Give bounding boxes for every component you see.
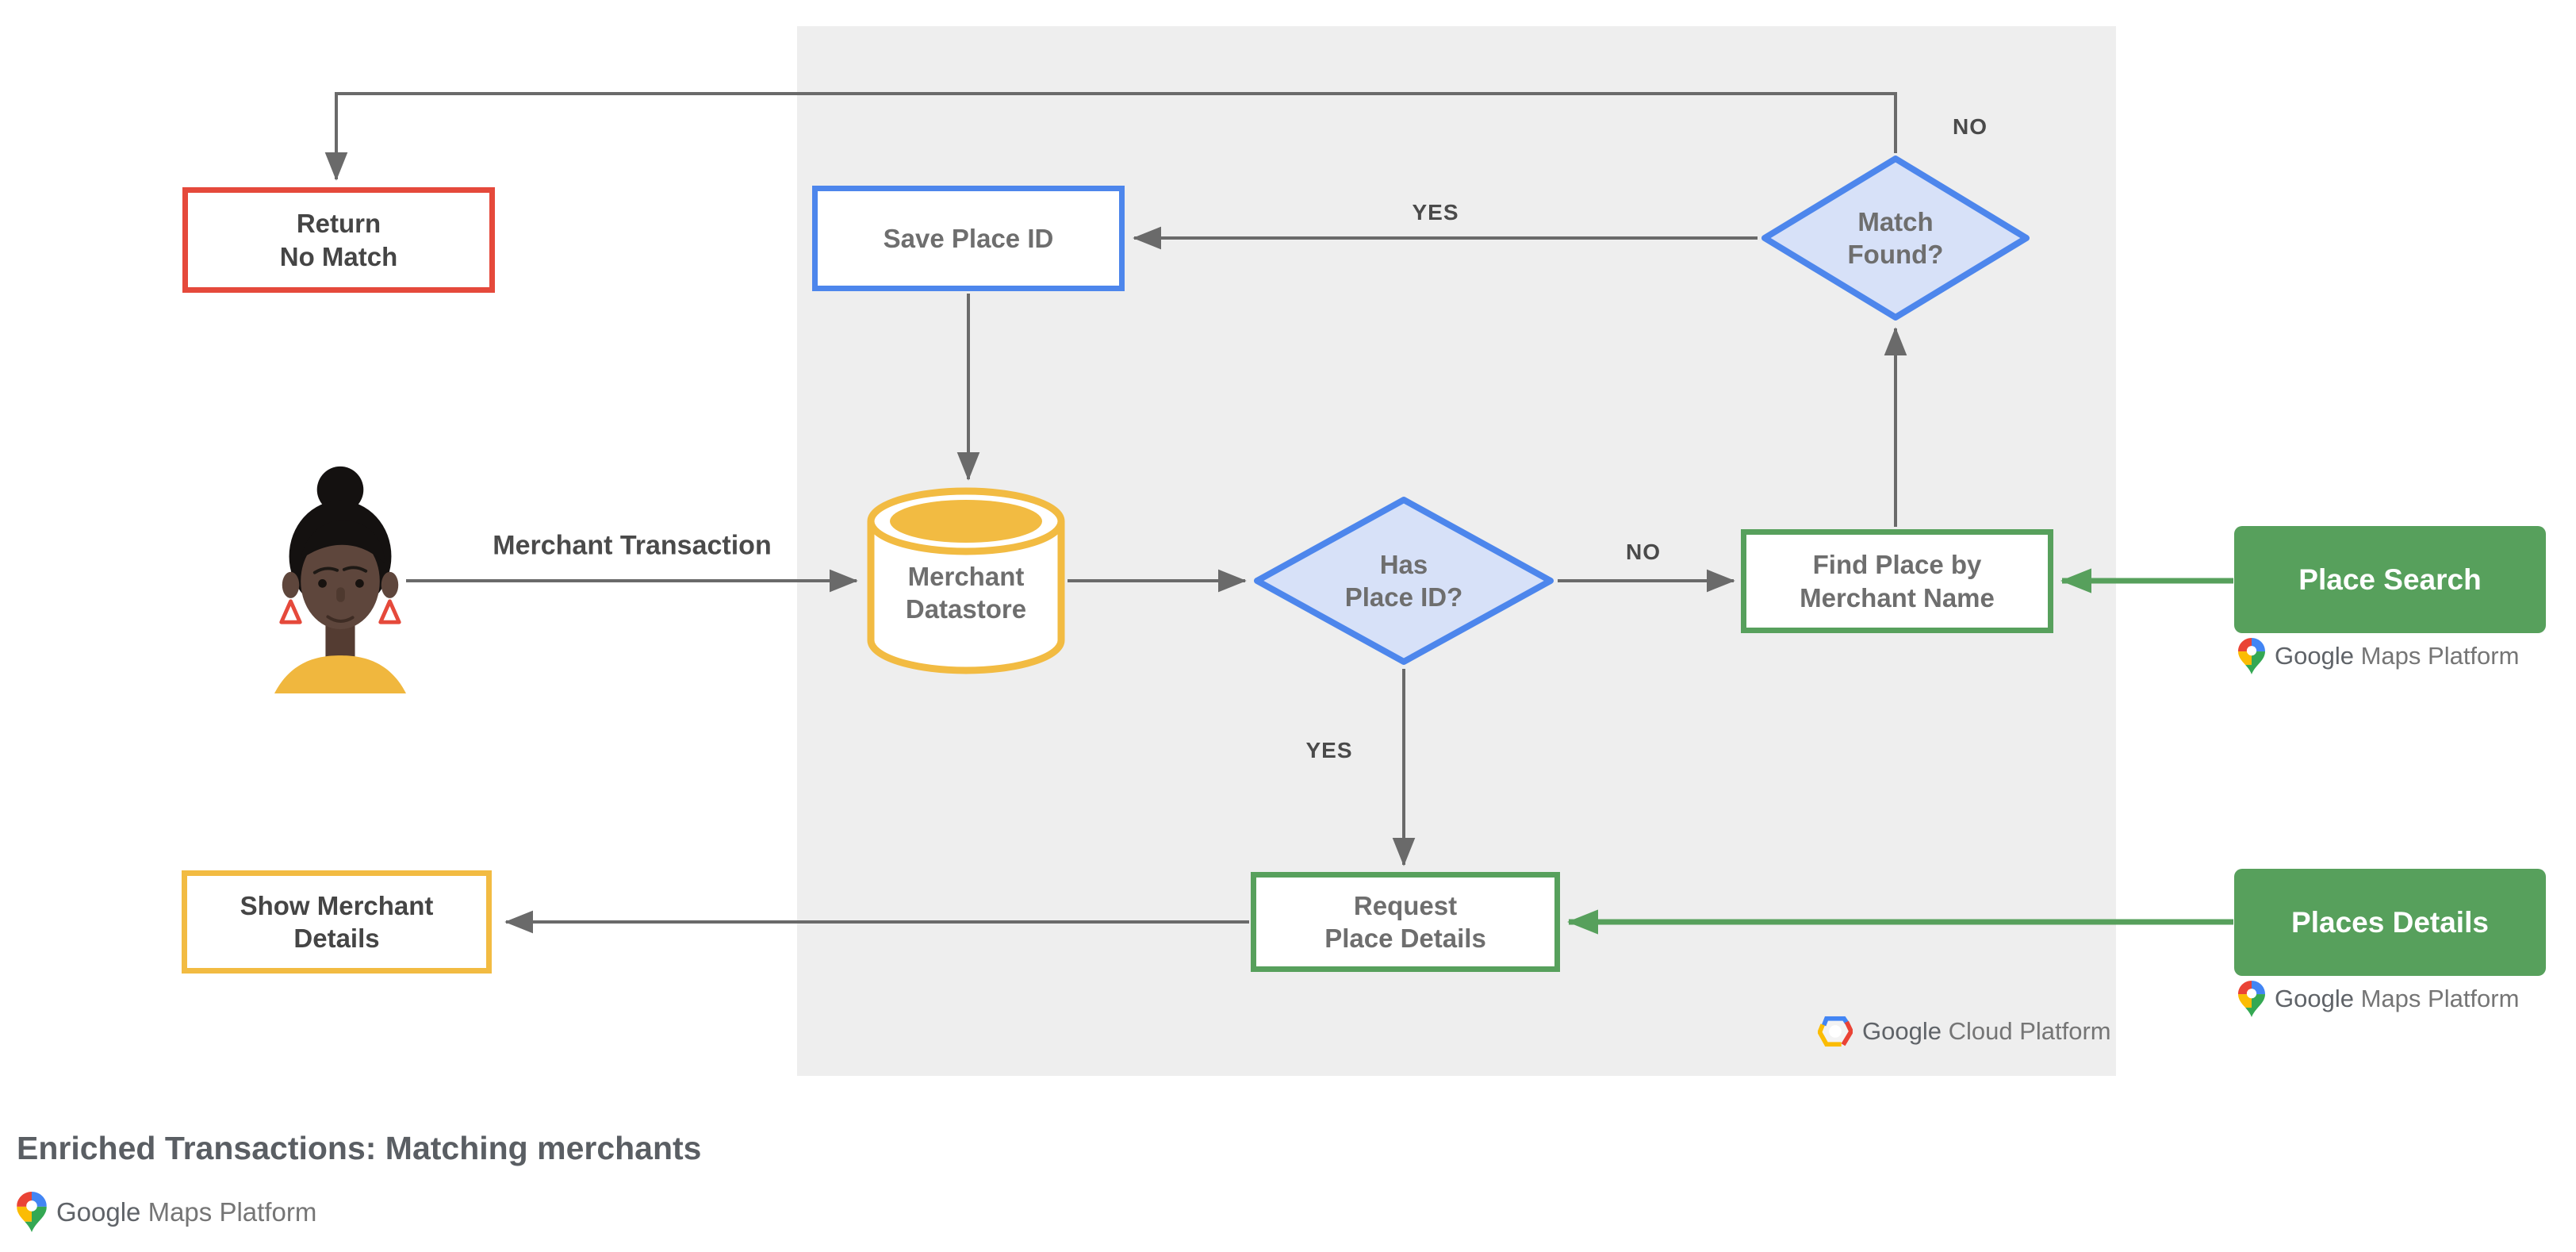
places-details-api-button: Places Details bbox=[2234, 869, 2546, 976]
avatar-nose bbox=[336, 587, 345, 602]
node-request-details-line1: Request bbox=[1353, 890, 1458, 920]
node-save-place-id: Save Place ID bbox=[812, 186, 1125, 291]
brand-google-text: Google bbox=[2275, 642, 2354, 670]
avatar-fringe bbox=[301, 520, 385, 564]
decision-match-found-shape bbox=[1761, 156, 2030, 321]
node-find-place-line1: Find Place by bbox=[1812, 550, 1982, 580]
cloud-platform-lockup: Google Cloud Platform bbox=[1818, 1016, 2111, 1047]
google-maps-pin-icon bbox=[17, 1192, 47, 1232]
avatar-brow-left bbox=[312, 566, 339, 574]
node-show-details-line1: Show Merchant bbox=[240, 890, 434, 920]
maps-platform-lockup-footer: Google Maps Platform bbox=[17, 1192, 316, 1232]
diagram-title: Enriched Transactions: Matching merchant… bbox=[17, 1130, 702, 1166]
match-found-line2: Found? bbox=[1847, 240, 1944, 269]
google-maps-pin-icon bbox=[2238, 638, 2265, 674]
node-return-no-match: Return No Match bbox=[182, 187, 495, 293]
node-return-no-match-line2: No Match bbox=[279, 241, 398, 271]
place-search-api-button: Place Search bbox=[2234, 526, 2546, 633]
avatar-earring-left bbox=[279, 599, 302, 624]
maps-platform-lockup-places-details: Google Maps Platform bbox=[2238, 981, 2519, 1017]
edge-label-has-place-id-no: NO bbox=[1626, 540, 1661, 564]
avatar-mouth bbox=[326, 615, 355, 623]
brand-maps-platform-text: Maps Platform bbox=[148, 1196, 317, 1227]
edge-label-has-place-id-yes: YES bbox=[1305, 738, 1353, 762]
avatar-face bbox=[301, 532, 380, 629]
merchant-transaction-label: Merchant Transaction bbox=[493, 530, 772, 561]
has-place-id-line1: Has bbox=[1379, 549, 1428, 579]
brand-maps-platform-text: Maps Platform bbox=[2360, 985, 2520, 1012]
merchant-datastore-line2: Datastore bbox=[905, 594, 1027, 624]
google-maps-pin-icon bbox=[2238, 981, 2265, 1017]
avatar-brow-right bbox=[342, 566, 368, 573]
avatar-eye-left bbox=[318, 579, 327, 588]
avatar-earring-right bbox=[378, 599, 401, 624]
brand-google-text: Google bbox=[56, 1196, 141, 1227]
has-place-id-line2: Place ID? bbox=[1344, 582, 1463, 612]
edge-label-match-found-yes: YES bbox=[1412, 200, 1459, 225]
merchant-datastore-shape bbox=[867, 487, 1065, 674]
node-save-place-id-label: Save Place ID bbox=[883, 223, 1054, 253]
node-find-place-by-merchant-name: Find Place by Merchant Name bbox=[1741, 529, 2053, 633]
decision-match-found-label: Match Found? bbox=[1761, 155, 2030, 321]
place-search-label: Place Search bbox=[2298, 563, 2482, 596]
avatar-hair-bun bbox=[316, 466, 364, 513]
brand-google-text: Google bbox=[1862, 1017, 1942, 1045]
avatar-eye-right bbox=[355, 579, 364, 588]
avatar-ear-left bbox=[282, 571, 300, 598]
avatar-shirt bbox=[274, 655, 406, 694]
merchant-user-avatar bbox=[274, 466, 406, 694]
maps-platform-lockup-place-search: Google Maps Platform bbox=[2238, 638, 2519, 674]
edge-label-match-found-no: NO bbox=[1953, 114, 1988, 139]
brand-google-text: Google bbox=[2275, 985, 2354, 1012]
node-request-place-details: Request Place Details bbox=[1251, 872, 1560, 972]
brand-cloud-platform-text: Cloud Platform bbox=[1948, 1017, 2111, 1045]
avatar-ear-right bbox=[381, 571, 399, 598]
node-return-no-match-line1: Return bbox=[296, 209, 381, 239]
node-show-merchant-details: Show Merchant Details bbox=[182, 870, 492, 974]
merchant-datastore-line1: Merchant bbox=[907, 561, 1025, 591]
merchant-datastore-label: Merchant Datastore bbox=[863, 533, 1069, 652]
match-found-line1: Match bbox=[1857, 206, 1934, 236]
decision-has-place-id-shape bbox=[1254, 497, 1554, 665]
brand-maps-platform-text: Maps Platform bbox=[2360, 642, 2520, 670]
node-find-place-line2: Merchant Name bbox=[1800, 582, 1995, 613]
decision-has-place-id-label: Has Place ID? bbox=[1253, 496, 1554, 666]
node-show-details-line2: Details bbox=[293, 924, 380, 953]
places-details-label: Places Details bbox=[2291, 905, 2489, 939]
google-cloud-hexagon-icon bbox=[1818, 1016, 1853, 1047]
node-request-details-line2: Place Details bbox=[1324, 924, 1486, 953]
edge-no-to-return-no-match bbox=[324, 92, 1897, 181]
